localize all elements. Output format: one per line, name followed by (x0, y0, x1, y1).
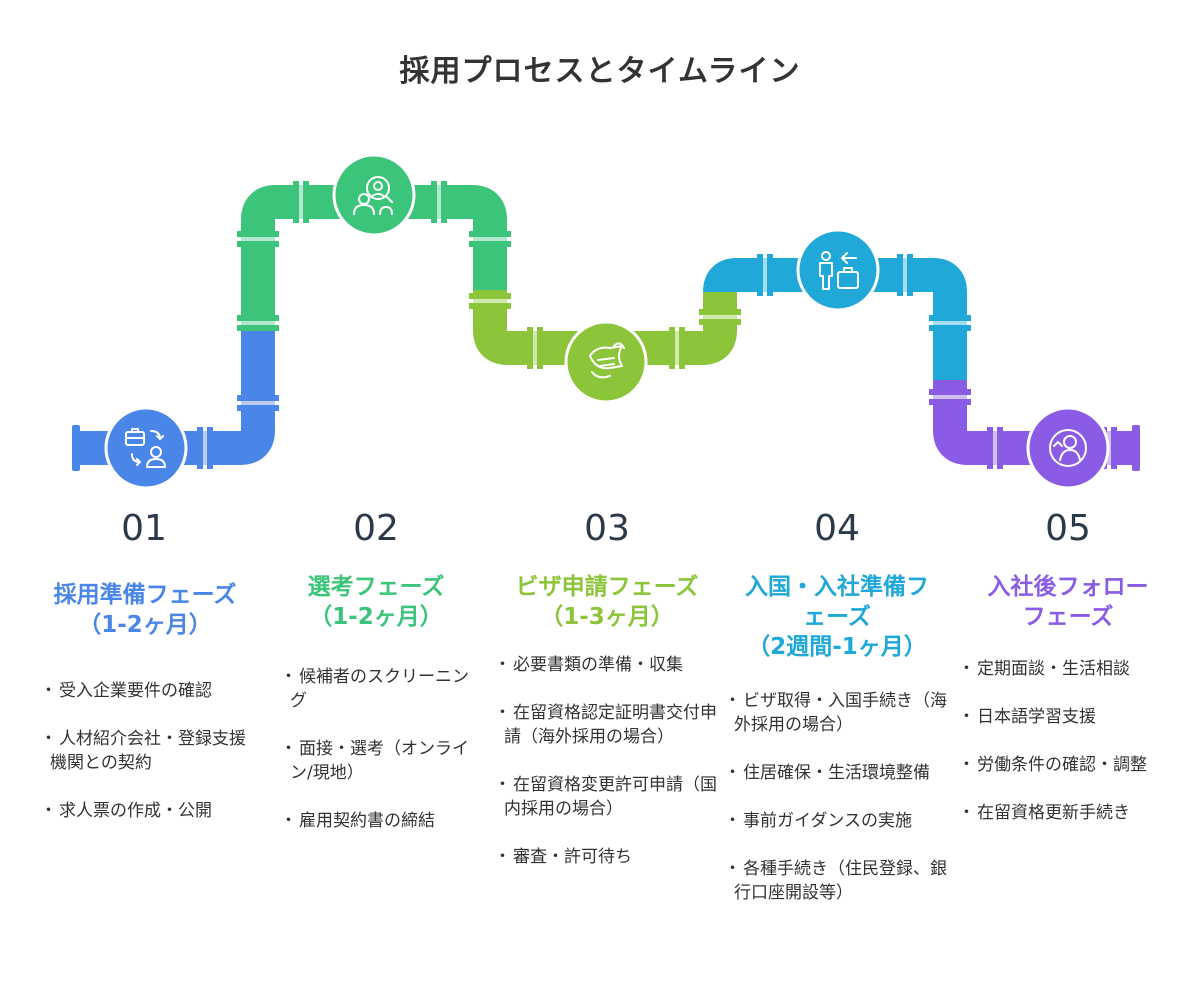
pipe-flange (469, 293, 511, 309)
phase-5-items: 定期面談・生活相談 日本語学習支援 労働条件の確認・調整 在留資格更新手続き (952, 657, 1184, 849)
phase-1-node (104, 406, 188, 490)
phase-2-title-line: 選考フェーズ (307, 574, 445, 600)
pipe-flange (897, 254, 913, 296)
phase-2-title: 選考フェーズ （1-2ヶ月） (258, 572, 494, 632)
phase-5-title: 入社後フォロー フェーズ (950, 572, 1186, 632)
pipe-flange (431, 181, 447, 223)
list-item: 必要書類の準備・収集 (488, 653, 720, 677)
pipe-end-left (72, 425, 80, 471)
interview-search-icon (353, 176, 393, 215)
phase-1-number: 01 (121, 508, 167, 549)
briefcase-person-exchange-icon (125, 428, 166, 468)
pipe-segment-4 (703, 258, 967, 380)
phase-3-title: ビザ申請フェーズ （1-3ヶ月） (489, 572, 725, 632)
list-item: 候補者のスクリーニング (274, 665, 479, 713)
list-item: 各種手続き（住民登録、銀行口座開設等） (718, 857, 950, 905)
pipe-segment-1 (78, 330, 275, 465)
phase-4-number: 04 (814, 508, 860, 549)
pipe-joints (72, 181, 1140, 471)
phase-5-node (1026, 406, 1110, 490)
phase-3-number: 03 (584, 508, 630, 549)
phase-5-title-line-2: フェーズ (1022, 604, 1114, 630)
pipe-flange (757, 254, 773, 296)
phase-4-title: 入国・入社準備フ ェーズ （2週間-1ヶ月） (719, 572, 955, 662)
pipe-flange (469, 231, 511, 247)
list-item: 住居確保・生活環境整備 (718, 761, 950, 785)
list-item: 在留資格更新手続き (952, 801, 1184, 825)
phase-1-items: 受入企業要件の確認 人材紹介会社・登録支援機関との契約 求人票の作成・公開 (34, 679, 248, 847)
list-item: 日本語学習支援 (952, 705, 1184, 729)
list-item: 人材紹介会社・登録支援機関との契約 (34, 727, 248, 775)
pipe-flange (293, 181, 309, 223)
pipe-nodes (104, 153, 1110, 490)
phase-4-items: ビザ取得・入国手続き（海外採用の場合） 住居確保・生活環境整備 事前ガイダンスの… (718, 689, 950, 929)
page-title: 採用プロセスとタイムライン (399, 54, 801, 89)
list-item: 事前ガイダンスの実施 (718, 809, 950, 833)
phase-3-items: 必要書類の準備・収集 在留資格認定証明書交付申請（海外採用の場合） 在留資格変更… (488, 653, 720, 893)
pipe-flange (237, 315, 279, 331)
pipe-flange (527, 327, 543, 369)
pipe-flange (669, 327, 685, 369)
phase-4-title-line-1: 入国・入社準備フ (745, 574, 929, 600)
pipe-segment-5 (933, 380, 1138, 465)
phase-4-node (796, 228, 880, 312)
pipe-end-right (1132, 425, 1140, 471)
list-item: 求人票の作成・公開 (34, 799, 248, 823)
phase-2-duration: （1-2ヶ月） (309, 604, 443, 630)
list-item: 在留資格変更許可申請（国内採用の場合） (488, 773, 720, 821)
phase-1-title: 採用準備フェーズ （1-2ヶ月） (27, 580, 263, 640)
list-item: 在留資格認定証明書交付申請（海外採用の場合） (488, 701, 720, 749)
list-item: 受入企業要件の確認 (34, 679, 248, 703)
list-item: ビザ取得・入国手続き（海外採用の場合） (718, 689, 950, 737)
pipe-flange (699, 309, 741, 325)
pipe-flange (929, 389, 971, 405)
pipe-flange (929, 315, 971, 331)
phase-4-duration: （2週間-1ヶ月） (747, 634, 927, 660)
phase-4-title-line-2: ェーズ (803, 604, 871, 630)
phase-1-title-line: 採用準備フェーズ (53, 582, 237, 608)
pipeline-diagram (72, 153, 1140, 490)
phase-2-items: 候補者のスクリーニング 面接・選考（オンライン/現地） 雇用契約書の締結 (274, 665, 479, 857)
phase-3-node (564, 320, 648, 404)
phase-5-title-line-1: 入社後フォロー (987, 574, 1149, 600)
phase-2-number: 02 (353, 508, 399, 549)
phase-3-title-line: ビザ申請フェーズ (515, 574, 699, 600)
list-item: 定期面談・生活相談 (952, 657, 1184, 681)
pipe-flange (237, 231, 279, 247)
phase-1-duration: （1-2ヶ月） (78, 612, 212, 638)
pipe-flange (197, 427, 213, 469)
pipe-flange (987, 427, 1003, 469)
document-roll-icon (589, 342, 625, 379)
traveler-luggage-icon (819, 251, 859, 290)
phase-5-number: 05 (1045, 508, 1091, 549)
list-item: 雇用契約書の締結 (274, 809, 479, 833)
list-item: 面接・選考（オンライン/現地） (274, 737, 479, 785)
list-item: 労働条件の確認・調整 (952, 753, 1184, 777)
list-item: 審査・許可待ち (488, 845, 720, 869)
phase-2-node (332, 153, 416, 237)
person-support-icon (1049, 429, 1087, 467)
phase-3-duration: （1-3ヶ月） (540, 604, 674, 630)
pipe-flange (237, 395, 279, 411)
